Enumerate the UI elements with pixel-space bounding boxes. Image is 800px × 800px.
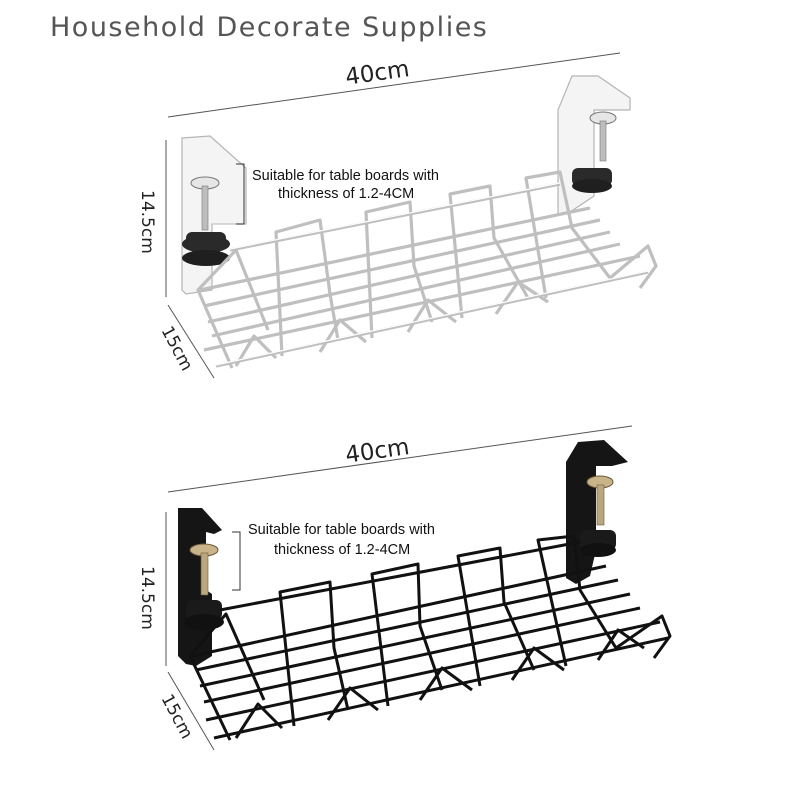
left-clamp-bracket — [181, 135, 247, 295]
clamp-note-line2: thickness of 1.2-4CM — [274, 542, 410, 558]
thickness-bracket-marker — [232, 531, 241, 591]
wire-basket-highlight — [215, 182, 649, 366]
right-clamp-screw-icon — [580, 475, 616, 557]
width-dimension-line — [167, 425, 633, 493]
width-dimension-line — [167, 52, 621, 118]
depth-dimension-line — [167, 304, 215, 379]
left-clamp-screw-icon — [182, 176, 230, 266]
clamp-note-line1: Suitable for table boards with — [252, 168, 439, 184]
wire-basket — [188, 534, 672, 741]
brand-title: Household Decorate Supplies — [50, 12, 489, 43]
depth-dimension-line — [167, 671, 215, 751]
left-clamp-screw-icon — [184, 543, 224, 630]
thickness-bracket-marker — [236, 163, 245, 225]
width-label: 40cm — [344, 434, 411, 469]
product-panel-black: 40cm 14.5cm 15cm Suitable for table — [0, 400, 800, 800]
right-clamp-screw-icon — [572, 111, 617, 193]
product-panel-white: 40cm 14.5cm 15cm Suita — [137, 52, 658, 379]
height-label: 14.5cm — [137, 190, 157, 254]
wire-basket — [196, 170, 658, 369]
width-label: 40cm — [344, 56, 411, 91]
right-clamp-bracket — [557, 75, 631, 215]
clamp-note-line1: Suitable for table boards with — [248, 522, 435, 538]
white-tray-illustration: 40cm 14.5cm 15cm Suita — [137, 52, 658, 379]
depth-label: 15cm — [157, 691, 197, 742]
height-label: 14.5cm — [137, 566, 157, 630]
black-tray-illustration: 40cm 14.5cm 15cm Suitable for table — [137, 425, 672, 751]
clamp-note-line2: thickness of 1.2-4CM — [278, 186, 414, 202]
depth-label: 15cm — [157, 323, 197, 374]
